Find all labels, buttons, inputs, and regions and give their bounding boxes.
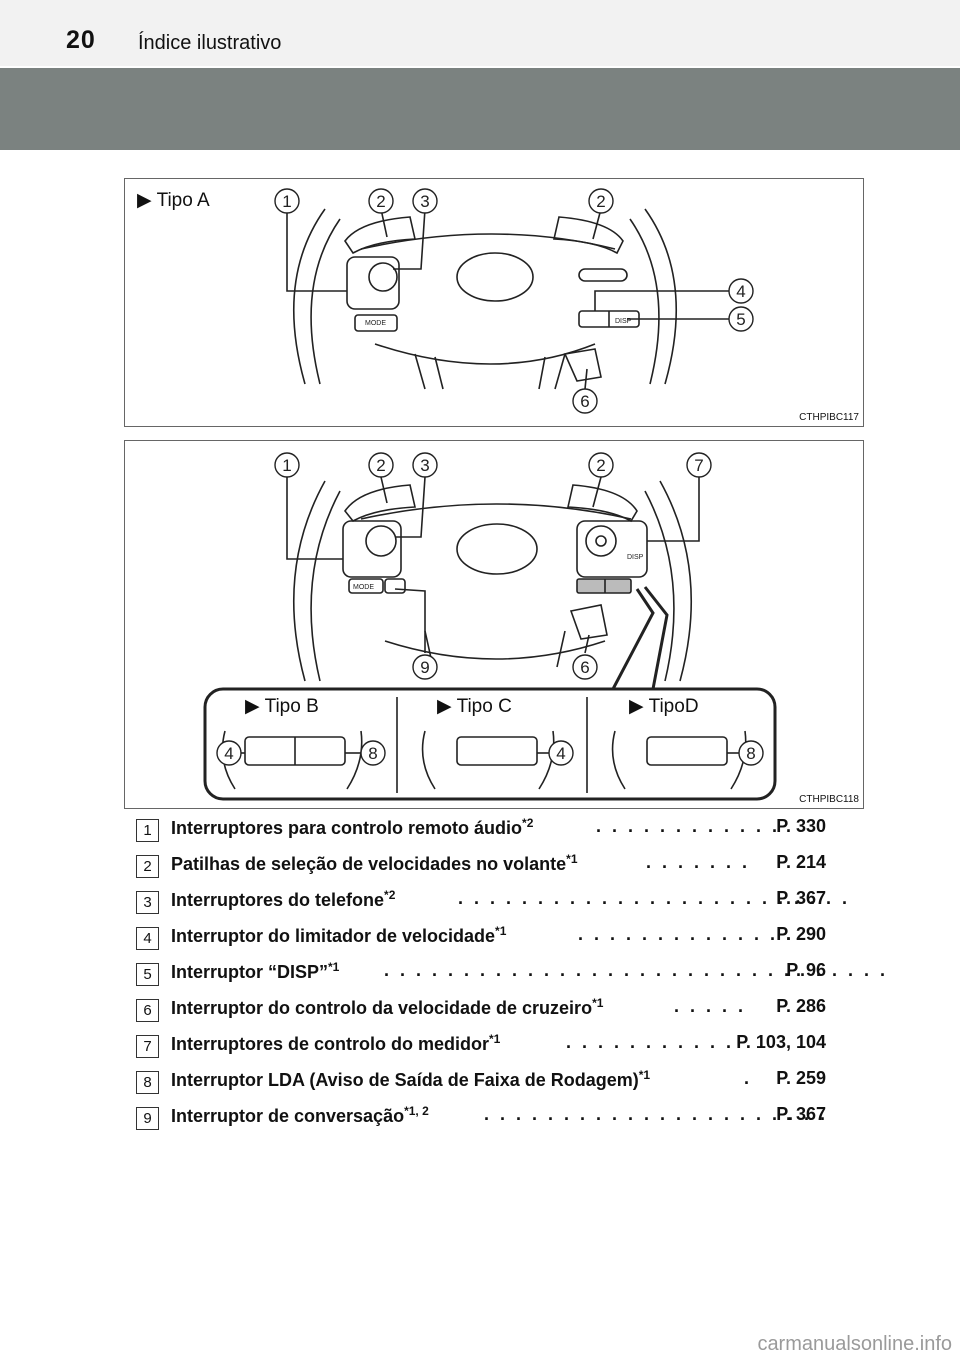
callout-2: 2 [596,456,605,475]
mode-button-label: MODE [365,320,386,327]
list-item: 2 Patilhas de seleção de velocidades no … [136,848,826,884]
leader-dots: . . . . . . . . . . . [566,1032,735,1052]
item-label: Interruptores de controlo do medidor [171,1034,490,1054]
watermark: carmanualsonline.info [757,1333,952,1355]
callout-4: 4 [736,282,745,301]
triangle-bullet-icon: ▶ [629,696,644,717]
list-item: 8 Interruptor LDA (Aviso de Saída de Fai… [136,1064,826,1100]
disp-button-label: DISP [615,318,632,325]
item-label: Interruptor do controlo da velocidade de… [171,998,593,1018]
page-header: 20 Índice ilustrativo [0,0,960,66]
section-title: Índice ilustrativo [138,32,282,54]
list-item: 6 Interruptor do controlo da velocidade … [136,992,826,1028]
item-number-badge: 4 [136,927,159,950]
page-reference: P. 367 [776,1104,826,1124]
figure-steering-wheel-types-bcd: MODE DISP 1 2 3 2 7 9 6 4 8 4 8 ▶ Tipo B… [124,440,864,809]
page-reference: P. 103, 104 [736,1032,826,1052]
footnote-mark: *1 [489,1032,501,1046]
callout-6: 6 [580,392,589,411]
footnote-mark: *1, 2 [404,1104,429,1118]
callout-6: 6 [580,658,589,677]
item-number-badge: 8 [136,1071,159,1094]
item-number-badge: 1 [136,819,159,842]
page-reference: P. 286 [776,996,826,1016]
leader-dots: . . . . . . . . . . . . . . . . . . . . … [384,960,889,980]
tipo-c-label: ▶ Tipo C [437,696,512,717]
footnote-mark: *1 [566,852,578,866]
steering-wheel-diagram-b: MODE DISP 1 2 3 2 7 9 6 4 8 4 8 [203,452,777,801]
figure-code: CTHPIBC117 [799,412,859,423]
list-item: 3 Interruptores do telefone*2 . . . . . … [136,884,847,920]
footnote-mark: *2 [384,888,396,902]
callout-2: 2 [376,456,385,475]
item-label: Interruptores do telefone [171,890,385,910]
callout-3: 3 [420,192,429,211]
list-item: 5 Interruptor “DISP”*1 . . . . . . . . .… [136,956,885,992]
callout-8: 8 [746,744,755,763]
page-reference: P. 290 [776,924,826,944]
item-number-badge: 7 [136,1035,159,1058]
mode-button-label: MODE [353,584,374,591]
item-label: Interruptor de conversação [171,1106,405,1126]
page-reference: P. 96 [786,960,826,980]
item-label: Interruptores para controlo remoto áudio [171,818,523,838]
callout-1: 1 [282,192,291,211]
figure-code: CTHPIBC118 [799,794,859,805]
tipo-a-label: ▶ Tipo A [137,190,210,211]
callout-2: 2 [596,192,605,211]
callout-9: 9 [420,658,429,677]
steering-wheel-diagram-a: MODE DISP 1 2 3 2 4 5 6 [274,188,754,414]
tipo-b-label: ▶ Tipo B [245,696,319,717]
list-item: 9 Interruptor de conversação*1, 2 . . . … [136,1100,826,1136]
item-number-badge: 9 [136,1107,159,1130]
footnote-mark: *1 [495,924,507,938]
footnote-mark: *1 [328,960,340,974]
list-item: 4 Interruptor do limitador de velocidade… [136,920,826,956]
tipo-d-label: ▶ TipoD [629,696,699,717]
leader-dots: . . . . . . . . . . . . . . . . . . . . … [484,1104,829,1124]
footnote-mark: *1 [592,996,604,1010]
page-reference: P. 214 [776,852,826,872]
triangle-bullet-icon: ▶ [245,696,260,717]
page-reference: P. 259 [776,1068,826,1088]
callout-7: 7 [694,456,703,475]
footnote-mark: *2 [522,816,534,830]
leader-dots: . [744,1068,753,1088]
item-label: Interruptor “DISP” [171,962,329,982]
callout-3: 3 [420,456,429,475]
item-label: Interruptor LDA (Aviso de Saída de Faixa… [171,1070,639,1090]
item-number-badge: 6 [136,999,159,1022]
item-number-badge: 3 [136,891,159,914]
callout-4: 4 [556,744,565,763]
list-item: 7 Interruptores de controlo do medidor*1… [136,1028,826,1064]
item-number-badge: 5 [136,963,159,986]
leader-dots: . . . . . . . . . . . . . . . . . . . . … [458,888,851,908]
figure-steering-wheel-tipo-a: MODE DISP 1 2 3 2 4 5 6 ▶ Tipo A CTHPIBC… [124,178,864,427]
callout-8: 8 [368,744,377,763]
disp-button-label: DISP [627,554,644,561]
item-number-badge: 2 [136,855,159,878]
callout-4: 4 [224,744,233,763]
header-band [0,68,960,150]
triangle-bullet-icon: ▶ [137,190,152,211]
leader-dots: . . . . . . . . . . . . . . [578,924,795,944]
leader-dots: . . . . . [674,996,747,1016]
callout-2: 2 [376,192,385,211]
page-number: 20 [66,26,96,54]
leader-dots: . . . . . . . . . . . . [596,816,781,836]
component-legend: 1 Interruptores para controlo remoto áud… [136,812,885,1136]
triangle-bullet-icon: ▶ [437,696,452,717]
list-item: 1 Interruptores para controlo remoto áud… [136,812,826,848]
leader-dots: . . . . . . . [646,852,751,872]
item-label: Patilhas de seleção de velocidades no vo… [171,854,567,874]
page-reference: P. 330 [776,816,826,836]
callout-1: 1 [282,456,291,475]
footnote-mark: *1 [638,1068,651,1082]
item-label: Interruptor do limitador de velocidade [171,926,496,946]
page-reference: P. 367 [776,888,826,908]
callout-5: 5 [736,310,745,329]
